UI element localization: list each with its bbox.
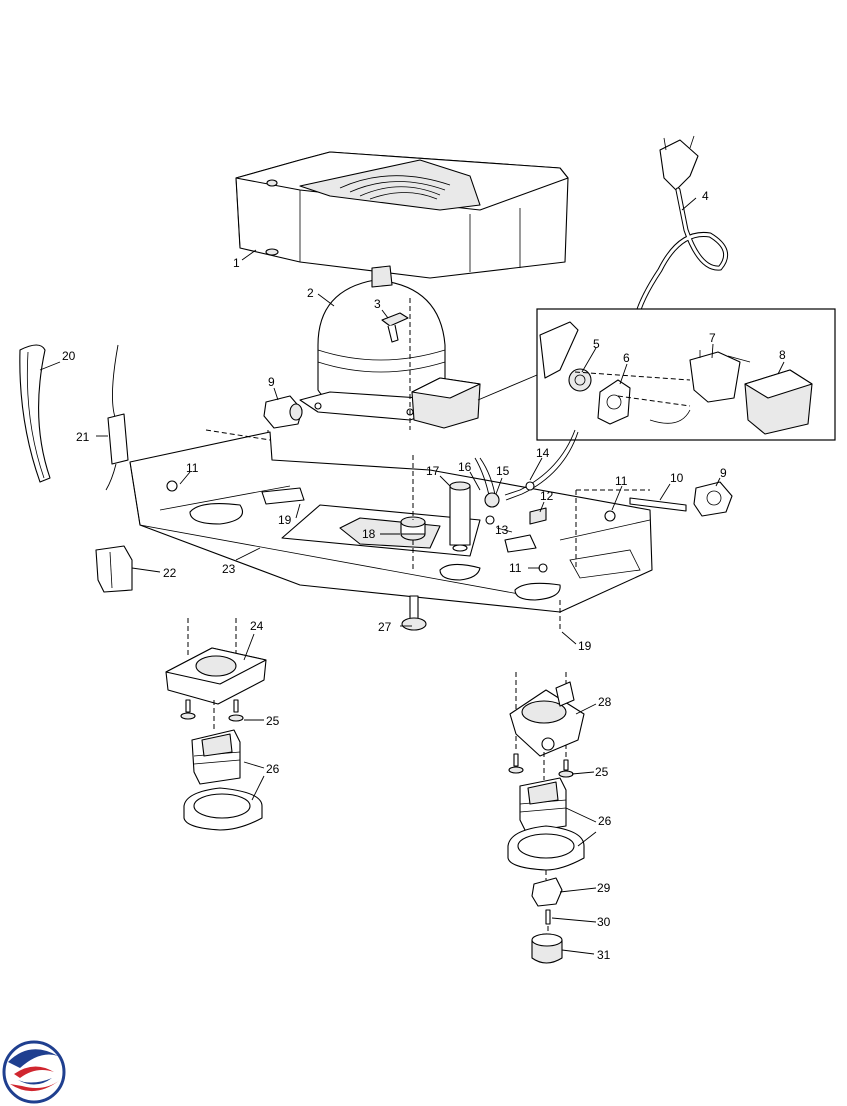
part-8-relay-cover-mounted <box>411 374 538 429</box>
part-1-tray <box>235 151 569 279</box>
callout-11-left: 11 <box>186 461 199 475</box>
callout-15: 15 <box>496 464 510 478</box>
callout-13: 13 <box>495 523 509 537</box>
callout-26-right: 26 <box>598 814 612 828</box>
callout-23: 23 <box>222 562 236 576</box>
callout-labels: 1 2 3 4 5 6 7 8 9 9 10 11 11 11 12 13 14… <box>62 189 786 962</box>
callout-4: 4 <box>702 189 709 203</box>
part-21-capillary-sensor <box>105 344 129 491</box>
part-2-compressor <box>299 265 446 421</box>
part-22-clip <box>95 545 133 593</box>
callout-25-right: 25 <box>595 765 609 779</box>
callout-7: 7 <box>709 331 716 345</box>
callout-8: 8 <box>779 348 786 362</box>
callout-21: 21 <box>76 430 90 444</box>
callout-11-lower: 11 <box>509 561 522 575</box>
inset-electrical-detail <box>536 308 836 441</box>
part-18-grommet <box>400 516 426 541</box>
callout-16: 16 <box>458 460 472 474</box>
part-9-connector-left <box>263 395 303 429</box>
callout-10: 10 <box>670 471 684 485</box>
part-17-filter-drier <box>449 481 471 552</box>
brand-swirl-logo <box>2 1040 66 1104</box>
callout-2: 2 <box>307 286 314 300</box>
part-9-connector-right <box>693 481 733 517</box>
part-20-foam-strip <box>19 344 51 483</box>
callout-17: 17 <box>426 464 440 478</box>
callout-19-lower: 19 <box>578 639 592 653</box>
callout-28: 28 <box>598 695 612 709</box>
callout-24: 24 <box>250 619 264 633</box>
callout-11-right: 11 <box>615 474 628 488</box>
part-3-clip <box>381 312 409 343</box>
callout-14: 14 <box>536 446 550 460</box>
callout-25-left: 25 <box>266 714 280 728</box>
left-mount-assembly <box>165 618 267 831</box>
callout-12: 12 <box>540 489 554 503</box>
callout-9-left: 9 <box>268 375 275 389</box>
part-23-base-plate <box>129 429 653 630</box>
callout-27: 27 <box>378 620 392 634</box>
right-mount-assembly <box>507 672 585 964</box>
parts-14-16-tubing <box>474 429 579 525</box>
callout-3: 3 <box>374 297 381 311</box>
callout-20: 20 <box>62 349 76 363</box>
callout-26-left: 26 <box>266 762 280 776</box>
callout-19-upper: 19 <box>278 513 292 527</box>
callout-30: 30 <box>597 915 611 929</box>
callout-1: 1 <box>233 256 240 270</box>
callout-29: 29 <box>597 881 611 895</box>
part-10-rod <box>629 497 687 512</box>
part-4-power-cord <box>633 135 729 323</box>
callout-18: 18 <box>362 527 376 541</box>
callout-9-right: 9 <box>720 466 727 480</box>
callout-31: 31 <box>597 948 611 962</box>
callout-22: 22 <box>163 566 177 580</box>
leader-lines <box>39 197 785 955</box>
callout-5: 5 <box>593 337 600 351</box>
callout-6: 6 <box>623 351 630 365</box>
part-27-foot <box>401 595 427 631</box>
